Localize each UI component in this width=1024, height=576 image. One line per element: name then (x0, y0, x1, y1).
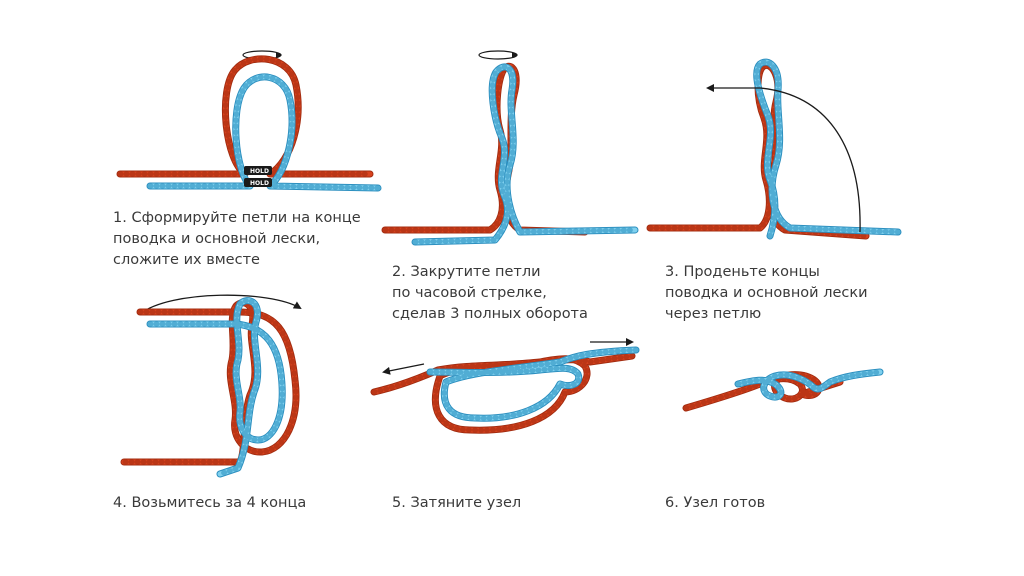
step-6-caption: 6. Узел готов (665, 493, 765, 514)
hold-label-bottom: HOLD (250, 180, 269, 187)
main-line (146, 73, 382, 192)
step-1-line-2: поводка и основной лески, (113, 231, 321, 247)
leader-line (370, 352, 636, 434)
step-2-line-1: 2. Закрутите петли (392, 264, 541, 280)
main-line (753, 58, 902, 240)
step-6-line-1: 6. Узел готов (665, 495, 766, 511)
rotate-arrow-icon (478, 50, 518, 60)
leader-line (682, 371, 844, 412)
main-line (146, 297, 286, 478)
step-5-line-1: 5. Затяните узел (392, 495, 522, 511)
step-2-caption: 2. Закрутите петли по часовой стрелке, с… (392, 262, 588, 325)
hold-label-top: HOLD (250, 168, 269, 175)
step-2-illustration (381, 50, 639, 246)
leader-line (381, 62, 589, 236)
hold-marker: HOLD HOLD (244, 166, 272, 187)
leader-line (116, 55, 374, 178)
step-2-line-3: сделав 3 полных оборота (392, 306, 588, 322)
step-3-line-2: поводка и основной лески (665, 285, 868, 301)
step-4-illustration (120, 294, 302, 478)
pull-left-arrow (382, 363, 425, 375)
main-line (734, 368, 884, 401)
pull-arrow (706, 84, 861, 233)
step-5-caption: 5. Затяните узел (392, 493, 521, 514)
main-line (426, 346, 640, 422)
step-4-caption: 4. Возьмитесь за 4 конца (113, 493, 306, 514)
step-6-illustration (682, 368, 884, 412)
step-2-line-2: по часовой стрелке, (392, 285, 547, 301)
step-3-line-3: через петлю (665, 306, 762, 322)
main-line (411, 63, 639, 246)
step-3-line-1: 3. Проденьте концы (665, 264, 820, 280)
step-3-illustration (646, 58, 902, 240)
step-4-line-1: 4. Возьмитесь за 4 конца (113, 495, 307, 511)
step-1-line-3: сложите их вместе (113, 252, 260, 268)
step-3-caption: 3. Проденьте концы поводка и основной ле… (665, 262, 868, 325)
step-5-illustration (370, 338, 640, 434)
step-1-line-1: 1. Сформируйте петли на конце (113, 210, 361, 226)
turn-arrow (139, 294, 302, 315)
step-1-illustration: HOLD HOLD (116, 50, 382, 192)
step-1-caption: 1. Сформируйте петли на конце поводка и … (113, 208, 361, 271)
